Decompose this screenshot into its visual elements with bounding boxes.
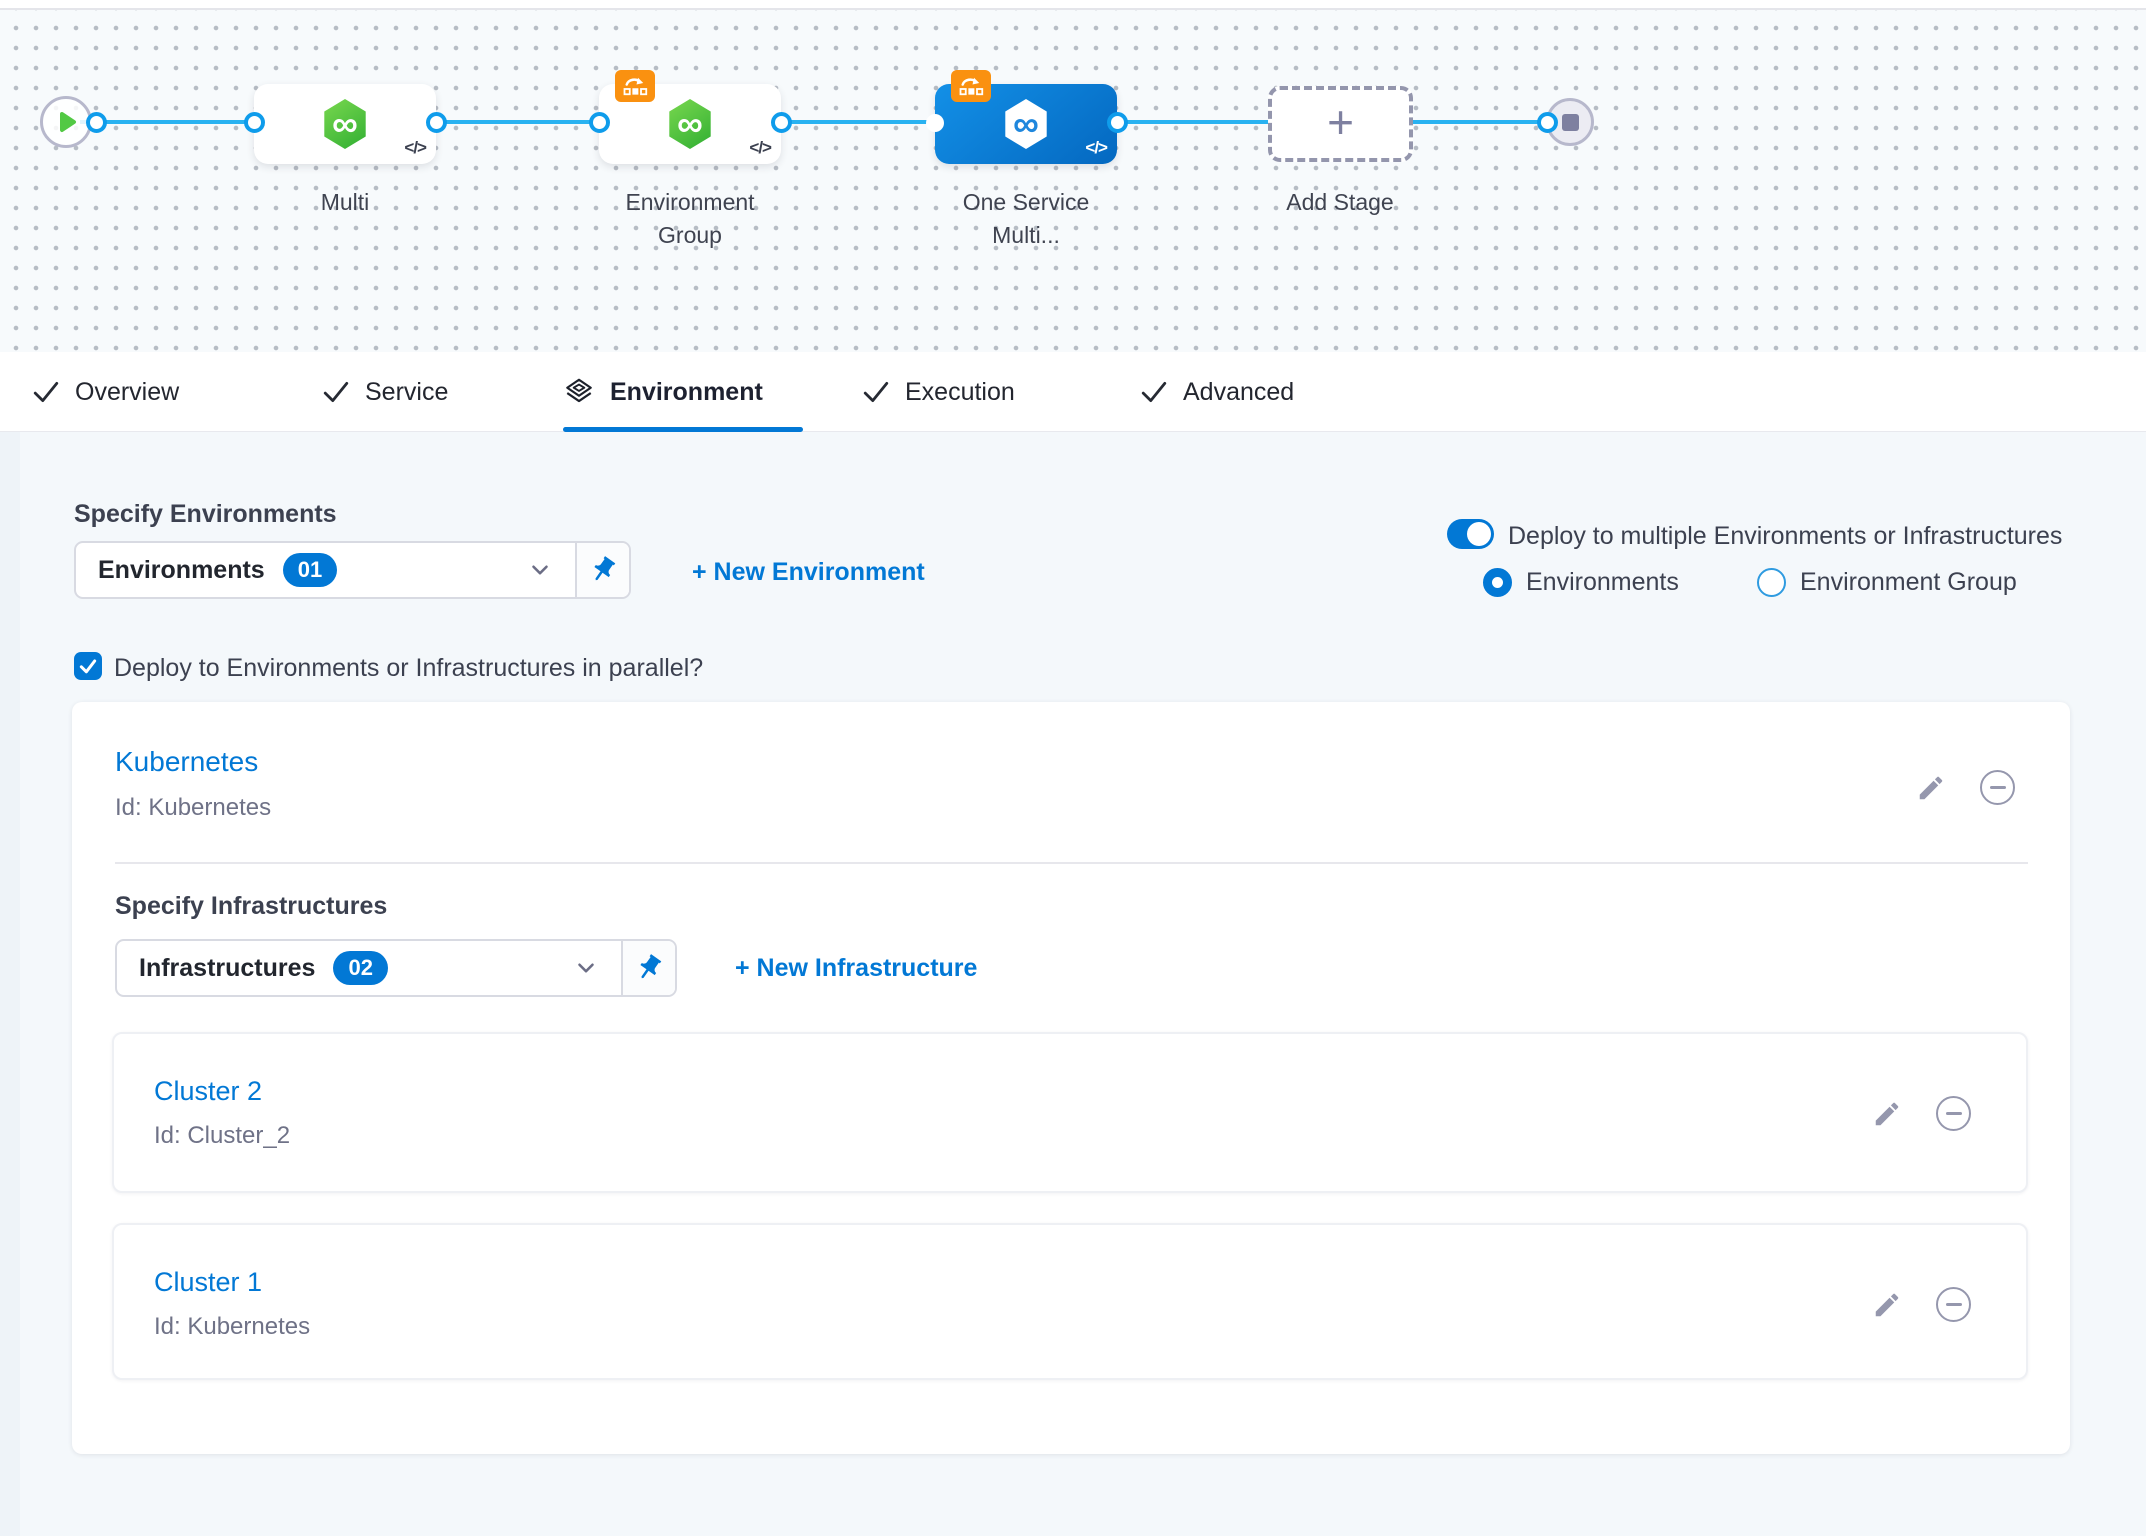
harness-cd-icon: ∞	[667, 99, 713, 149]
chevron-down-icon	[573, 955, 599, 981]
environment-panel: Specify Environments Environments 01 + N…	[0, 432, 2146, 1536]
stop-icon	[1562, 114, 1579, 131]
environments-dropdown-value: Environments	[98, 556, 265, 585]
infrastructure-id: Id: Cluster_2	[154, 1122, 290, 1150]
tab-environment[interactable]: Environment	[563, 352, 763, 432]
specify-environments-heading: Specify Environments	[74, 500, 337, 529]
tab-execution[interactable]: Execution	[862, 352, 1015, 432]
add-stage-button[interactable]: +	[1268, 86, 1413, 162]
stage-node-environment-group[interactable]: ∞ </>	[599, 84, 781, 164]
remove-environment-button[interactable]	[1980, 770, 2015, 805]
remove-infrastructure-button[interactable]	[1936, 1096, 1971, 1131]
infrastructure-name-link[interactable]: Cluster 1	[154, 1267, 262, 1298]
code-glyph: </>	[1085, 138, 1107, 158]
parallel-checkbox[interactable]	[74, 652, 102, 680]
stage-node-label: One Service Multi...	[941, 186, 1111, 252]
environments-icon	[563, 376, 595, 408]
harness-cd-icon: ∞	[1003, 99, 1049, 149]
code-glyph: </>	[749, 138, 771, 158]
edit-infrastructure-button[interactable]	[1872, 1099, 1902, 1129]
infrastructures-dropdown[interactable]: Infrastructures 02	[115, 939, 677, 997]
chevron-down-icon	[527, 557, 553, 583]
parallel-checkbox-label: Deploy to Environments or Infrastructure…	[114, 654, 703, 683]
minus-icon	[1946, 1112, 1962, 1115]
stage-tabbar: Overview Service Environment Execution A…	[0, 352, 2146, 432]
minus-icon	[1990, 786, 2006, 789]
toggle-knob	[1467, 522, 1491, 546]
radio-environment-group[interactable]: Environment Group	[1757, 568, 2017, 597]
check-icon	[32, 378, 60, 406]
check-icon	[322, 378, 350, 406]
add-stage-label: Add Stage	[1255, 186, 1425, 219]
specify-infrastructures-heading: Specify Infrastructures	[115, 892, 387, 921]
pipeline-canvas[interactable]: ∞ </> Multi ∞ </> Environment Group	[0, 10, 2146, 352]
card-divider	[115, 862, 2028, 864]
connector-port[interactable]	[1537, 112, 1558, 133]
check-icon	[1140, 378, 1168, 406]
infrastructure-card-cluster-1: Cluster 1 Id: Kubernetes	[112, 1223, 2028, 1380]
minus-icon	[1946, 1303, 1962, 1306]
infrastructure-name-link[interactable]: Cluster 2	[154, 1076, 262, 1107]
stage-node-label: Multi	[260, 186, 430, 219]
pushpin-icon	[634, 953, 664, 983]
connector-port[interactable]	[1107, 112, 1128, 133]
edit-environment-button[interactable]	[1916, 773, 1946, 803]
infrastructure-card-cluster-2: Cluster 2 Id: Cluster_2	[112, 1032, 2028, 1193]
check-icon	[862, 378, 890, 406]
connector-port[interactable]	[771, 112, 792, 133]
pipeline-start-node[interactable]	[40, 96, 92, 148]
connector-port[interactable]	[926, 114, 944, 132]
radio-environments[interactable]: Environments	[1483, 568, 1679, 597]
new-infrastructure-link[interactable]: + New Infrastructure	[735, 954, 977, 983]
tab-overview[interactable]: Overview	[32, 352, 179, 432]
plus-icon: +	[1327, 102, 1354, 142]
deploy-multiple-toggle[interactable]	[1447, 519, 1494, 549]
tab-service[interactable]: Service	[322, 352, 448, 432]
connector-port[interactable]	[426, 112, 447, 133]
deploy-multiple-toggle-label: Deploy to multiple Environments or Infra…	[1508, 522, 2062, 551]
code-glyph: </>	[404, 138, 426, 158]
radio-unselected-icon	[1757, 568, 1786, 597]
tab-advanced[interactable]: Advanced	[1140, 352, 1294, 432]
connector-port[interactable]	[244, 112, 265, 133]
environment-name-link[interactable]: Kubernetes	[115, 746, 258, 778]
multi-deploy-badge-icon	[615, 70, 655, 102]
stage-node-label: Environment Group	[605, 186, 775, 252]
pin-infrastructures-button[interactable]	[623, 941, 675, 995]
stage-node-multi[interactable]: ∞ </>	[254, 84, 436, 164]
check-icon	[78, 656, 98, 676]
remove-infrastructure-button[interactable]	[1936, 1287, 1971, 1322]
multi-deploy-badge-icon	[951, 70, 991, 102]
environments-count-badge: 01	[283, 553, 337, 587]
stage-node-one-service-multi[interactable]: ∞ </>	[935, 84, 1117, 164]
pin-environments-button[interactable]	[577, 543, 629, 597]
environment-card: Kubernetes Id: Kubernetes Specify Infras…	[72, 702, 2070, 1454]
top-divider	[0, 0, 2146, 10]
connector-port[interactable]	[86, 112, 107, 133]
environments-dropdown[interactable]: Environments 01	[74, 541, 631, 599]
radio-selected-icon	[1483, 568, 1512, 597]
harness-cd-icon: ∞	[322, 99, 368, 149]
new-environment-link[interactable]: + New Environment	[692, 558, 925, 587]
left-gutter	[0, 432, 20, 1536]
infrastructure-id: Id: Kubernetes	[154, 1313, 310, 1341]
environment-id: Id: Kubernetes	[115, 794, 271, 822]
play-icon	[53, 109, 79, 135]
connector-port[interactable]	[589, 112, 610, 133]
infrastructures-dropdown-value: Infrastructures	[139, 954, 315, 983]
pushpin-icon	[588, 555, 618, 585]
infrastructures-count-badge: 02	[333, 951, 387, 985]
edit-infrastructure-button[interactable]	[1872, 1290, 1902, 1320]
